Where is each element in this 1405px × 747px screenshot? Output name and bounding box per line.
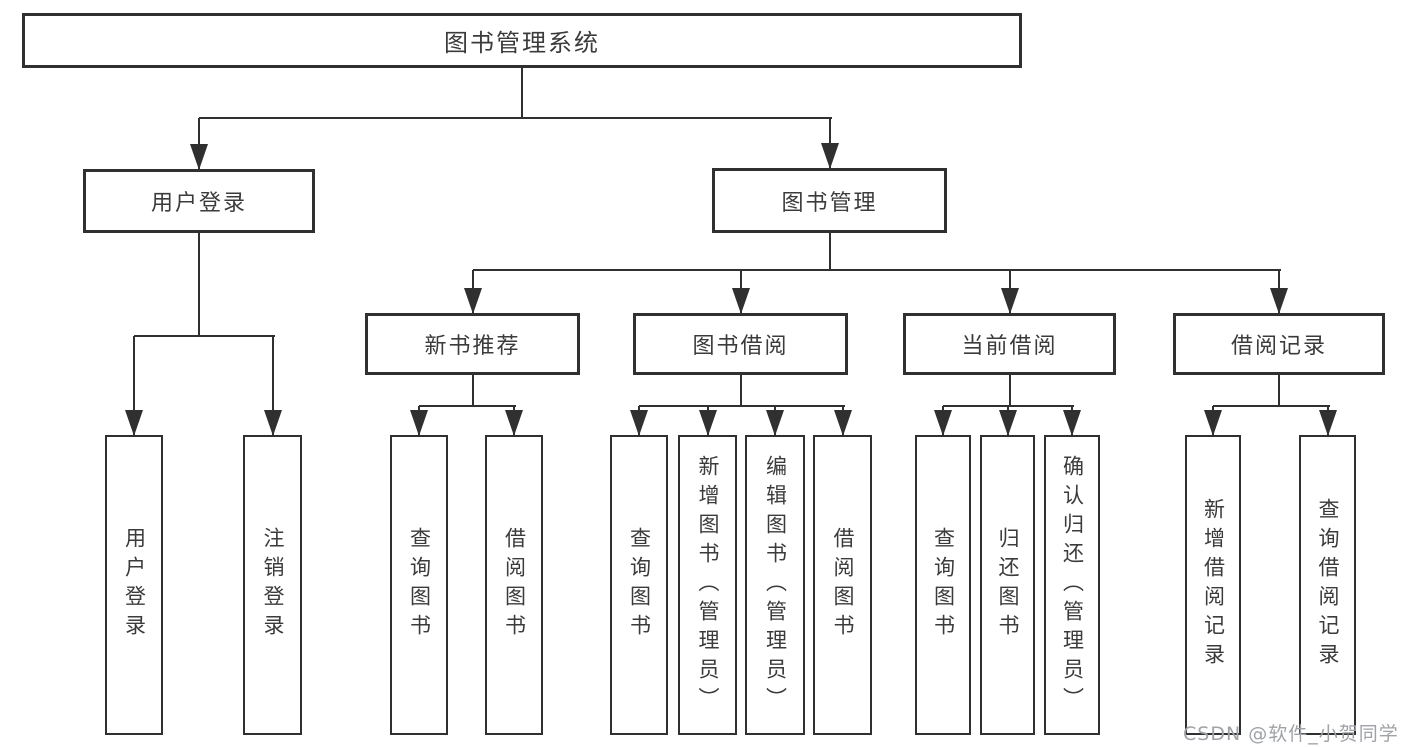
edge-stub — [739, 375, 742, 406]
node-label: 编辑图书（管理员） — [763, 454, 788, 716]
node-leaf-bw-query: 查询图书 — [610, 435, 668, 735]
arrowhead-down-icon — [1000, 288, 1019, 314]
arrowhead-down-icon — [766, 410, 784, 436]
node-records: 借阅记录 — [1173, 313, 1385, 375]
edge-bus — [134, 335, 275, 337]
node-leaf-bw-borrow: 借阅图书 — [813, 435, 872, 735]
node-leaf-user-login: 用户登录 — [105, 435, 163, 735]
node-label: 查询图书 — [931, 527, 956, 643]
node-leaf-nb-borrow: 借阅图书 — [485, 435, 543, 735]
node-leaf-rec-query: 查询借阅记录 — [1299, 435, 1356, 735]
node-leaf-bw-add: 新增图书（管理员） — [678, 435, 737, 735]
edge-stub — [471, 375, 474, 406]
edge-stub — [198, 233, 200, 336]
node-label: 确认归还（管理员） — [1060, 454, 1085, 716]
arrowhead-down-icon — [630, 410, 648, 436]
edge-bus — [943, 405, 1074, 407]
arrowhead-down-icon — [1204, 410, 1222, 436]
arrowhead-down-icon — [463, 288, 482, 314]
node-label: 借阅记录 — [1230, 334, 1327, 359]
arrowhead-down-icon — [833, 410, 852, 436]
node-label: 图书管理 — [781, 190, 878, 216]
arrowhead-down-icon — [698, 410, 717, 436]
node-label: 归还图书 — [996, 527, 1020, 643]
edge-stub — [521, 68, 523, 118]
arrowhead-down-icon — [1063, 410, 1081, 436]
node-label: 当前借阅 — [961, 334, 1058, 359]
arrowhead-down-icon — [263, 410, 282, 436]
node-label: 用户登录 — [150, 191, 247, 216]
node-mgmt: 图书管理 — [712, 168, 947, 233]
node-label: 新增借阅记录 — [1201, 498, 1226, 672]
node-leaf-cur-return: 归还图书 — [980, 435, 1035, 735]
edge-bus — [472, 269, 1281, 271]
edge-stub — [1008, 375, 1011, 406]
node-leaf-cur-confirm: 确认归还（管理员） — [1044, 435, 1100, 735]
edge-stub — [1278, 375, 1280, 406]
arrowhead-down-icon — [934, 410, 952, 436]
edge-bus — [419, 405, 516, 407]
node-label: 用户登录 — [122, 527, 147, 643]
watermark: CSDN @软件_小贺同学 — [1183, 723, 1399, 745]
edge-drop — [271, 336, 274, 435]
arrowhead-down-icon — [820, 143, 839, 169]
node-label: 借阅图书 — [502, 527, 527, 643]
edge-bus — [639, 405, 845, 407]
node-leaf-bw-edit: 编辑图书（管理员） — [745, 435, 805, 735]
node-label: 图书管理系统 — [444, 29, 600, 57]
arrowhead-down-icon — [1270, 288, 1288, 314]
arrowhead-down-icon — [731, 288, 750, 314]
node-label: 借阅图书 — [831, 527, 855, 643]
node-leaf-nb-query: 查询图书 — [390, 435, 448, 735]
node-leaf-cur-query: 查询图书 — [915, 435, 971, 735]
edge-stub — [828, 233, 831, 270]
node-label: 注销登录 — [261, 527, 285, 643]
edge-bus — [199, 117, 832, 119]
edge-drop — [198, 118, 200, 169]
node-current: 当前借阅 — [903, 313, 1116, 375]
arrowhead-down-icon — [190, 144, 208, 170]
node-leaf-logout: 注销登录 — [243, 435, 302, 735]
edge-drop — [133, 336, 135, 435]
arrowhead-down-icon — [505, 410, 523, 436]
node-borrow: 图书借阅 — [633, 313, 848, 375]
edge-bus — [1213, 405, 1330, 407]
arrowhead-down-icon — [1318, 410, 1337, 436]
node-root: 图书管理系统 — [22, 13, 1022, 68]
node-label: 图书借阅 — [692, 334, 789, 359]
node-newbook: 新书推荐 — [365, 313, 580, 375]
node-label: 查询图书 — [627, 527, 652, 643]
node-label: 新增图书（管理员） — [696, 454, 720, 716]
arrowhead-down-icon — [410, 410, 428, 436]
node-label: 查询图书 — [407, 527, 432, 643]
node-label: 新书推荐 — [424, 334, 521, 359]
arrowhead-down-icon — [998, 410, 1017, 436]
arrowhead-down-icon — [125, 410, 143, 436]
node-leaf-rec-add: 新增借阅记录 — [1185, 435, 1241, 735]
node-login: 用户登录 — [83, 169, 315, 233]
node-label: 查询借阅记录 — [1316, 498, 1340, 672]
